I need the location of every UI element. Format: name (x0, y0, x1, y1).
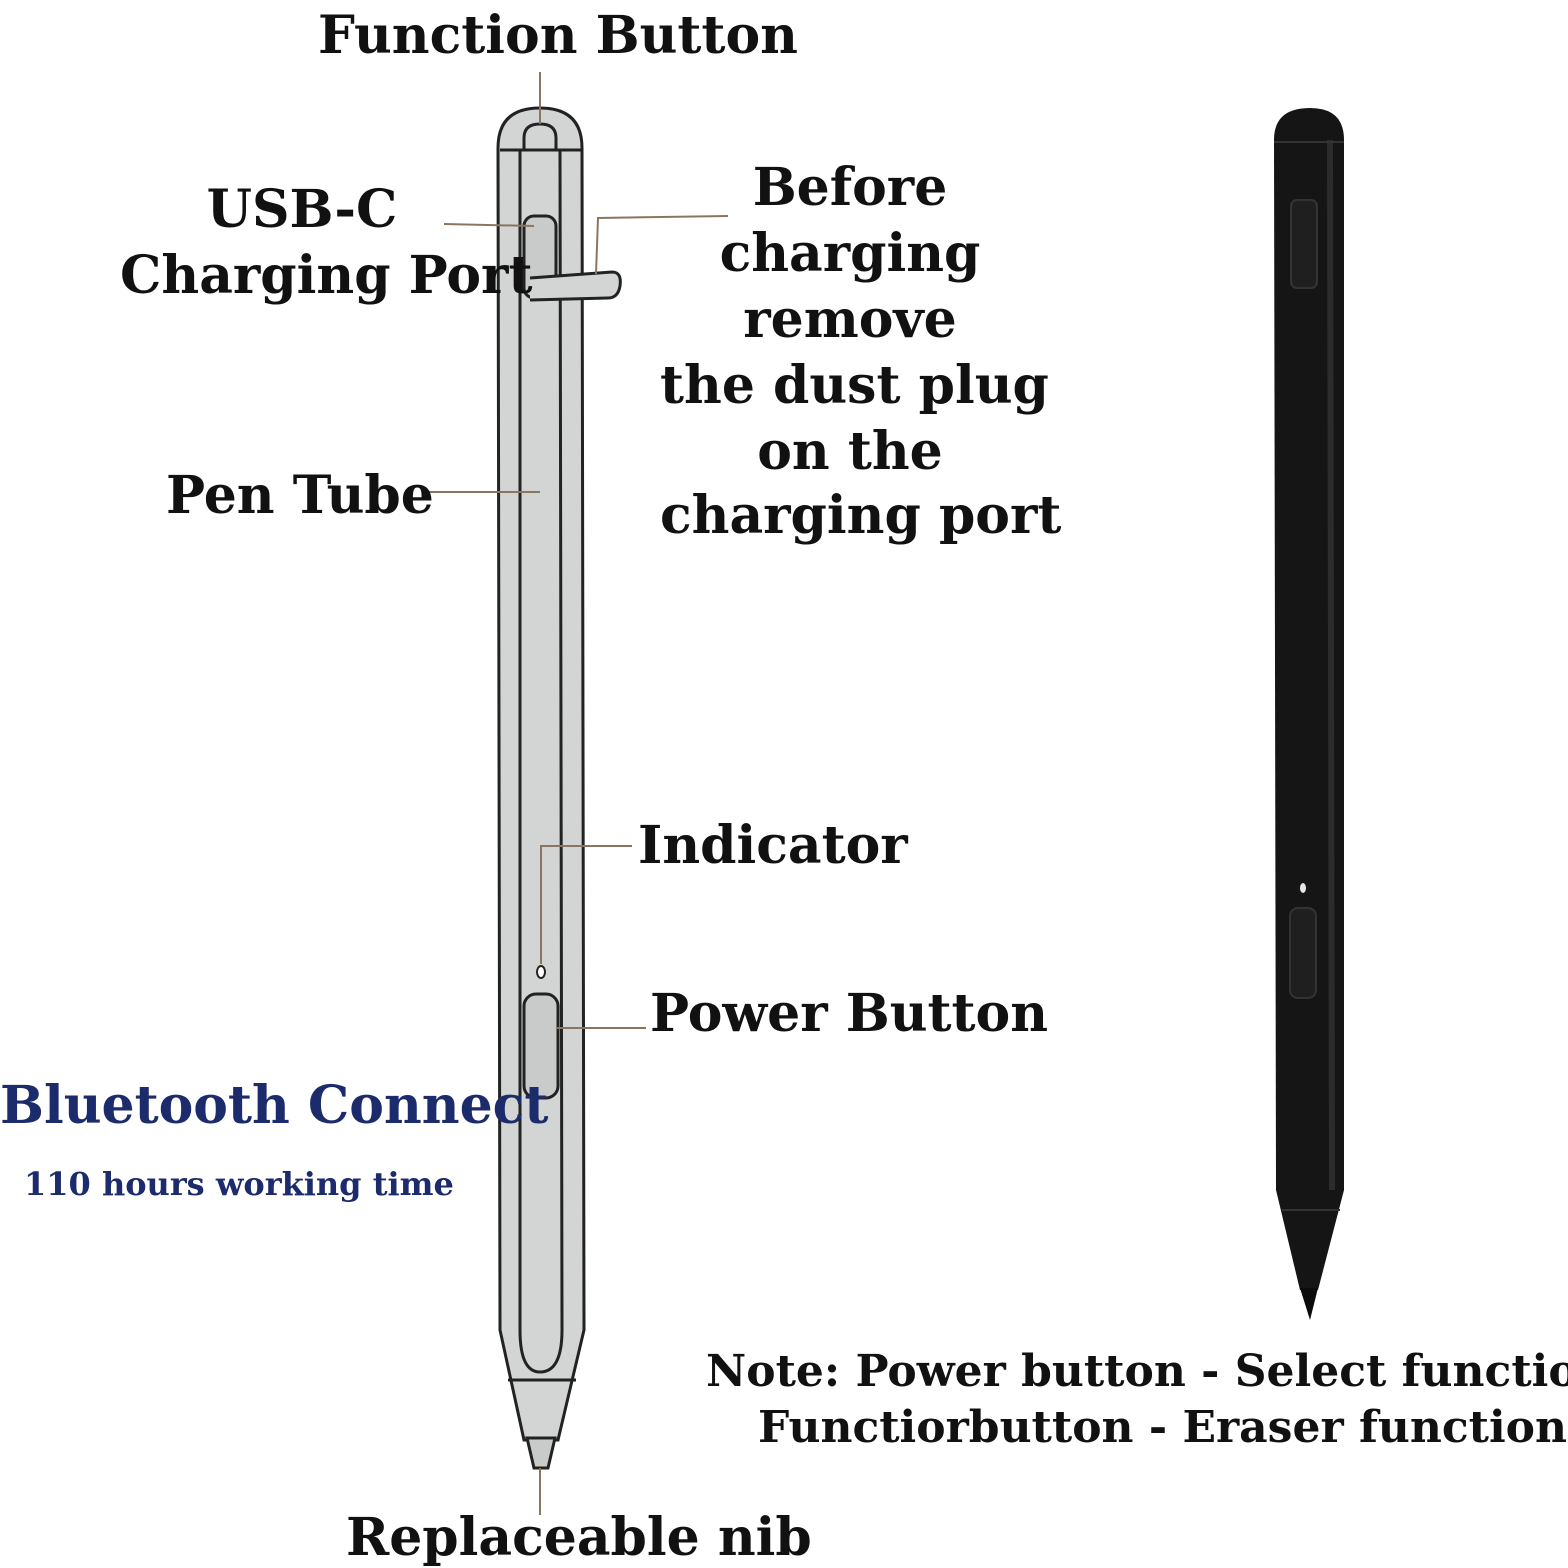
footer-note-line1: Note: Power button - Select function, (706, 1346, 1568, 1397)
label-usbc-line1: USB-C (206, 179, 398, 240)
label-function-button: Function Button (318, 5, 798, 66)
indicator-light (536, 965, 546, 979)
replaceable-nib-shape (525, 1436, 557, 1470)
note-line-2: charging (719, 223, 981, 284)
label-usbc-line2: Charging Port (120, 245, 533, 306)
note-line-5: on the (757, 421, 943, 482)
grey-stylus (496, 106, 622, 1470)
note-line-4: the dust plug (660, 355, 1049, 416)
stylus-inner-groove (518, 149, 564, 1374)
leader-lines (424, 72, 729, 1515)
note-line-3: remove (743, 289, 957, 350)
leader-usbc (443, 223, 535, 227)
leader-dust-plug (595, 215, 729, 275)
label-working-time: 110 hours working time (24, 1165, 454, 1203)
label-replaceable-nib: Replaceable nib (346, 1507, 812, 1568)
black-stylus (1274, 108, 1344, 1320)
black-stylus-port-cover (1290, 199, 1318, 289)
note-line-1: Before (752, 157, 948, 218)
stylus-body-outline (496, 106, 586, 1442)
footer-note-line2: Functiorbutton - Eraser function (758, 1402, 1568, 1453)
label-bluetooth-connect: Bluetooth Connect (0, 1075, 549, 1136)
black-stylus-indicator (1300, 883, 1306, 893)
power-button-shape (522, 992, 560, 1100)
leader-indicator (540, 845, 632, 964)
label-pen-tube: Pen Tube (166, 465, 434, 526)
label-power-button: Power Button (650, 983, 1049, 1044)
dust-plug (529, 270, 622, 302)
black-stylus-power-button (1289, 907, 1317, 999)
black-stylus-flat-edge (1327, 139, 1335, 1191)
label-indicator: Indicator (638, 815, 908, 876)
black-stylus-nib (1300, 1288, 1318, 1320)
note-line-6: charging port (660, 485, 1062, 546)
